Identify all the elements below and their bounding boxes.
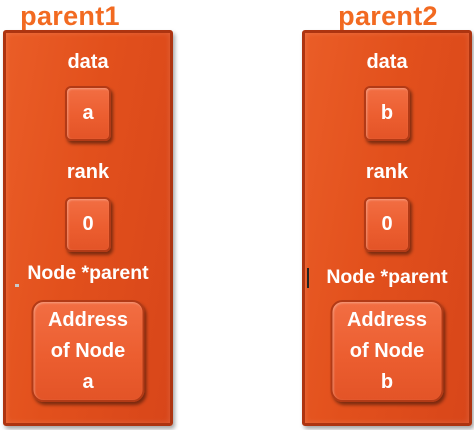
parent-address-line-1: Address <box>47 308 129 331</box>
parent-address-box: Address of Node a <box>31 300 145 402</box>
parent-address-box: Address of Node b <box>330 300 444 402</box>
data-value-box: b <box>364 86 410 141</box>
node-title-parent2: parent2 <box>338 1 438 31</box>
rank-label: rank <box>66 161 110 183</box>
data-label: data <box>366 51 408 73</box>
data-label: data <box>67 51 109 73</box>
parent-address-line-2: of Node <box>50 339 126 362</box>
parent-pointer-label: Node *parent <box>27 262 149 284</box>
rank-value-box: 0 <box>65 197 111 252</box>
parent-pointer-label: Node *parent <box>326 266 448 288</box>
rank-label: rank <box>365 161 409 183</box>
rank-value-box: 0 <box>364 197 410 252</box>
text-cursor-mark <box>307 268 309 288</box>
node-parent2: data b rank 0 Node *parent Address of No… <box>302 30 472 426</box>
node-title-parent1: parent1 <box>20 1 120 31</box>
node-parent1: data a rank 0 Node *parent Address of No… <box>3 30 173 426</box>
data-value-box: a <box>65 86 111 141</box>
stray-dot <box>15 284 19 287</box>
parent-address-line-2: of Node <box>349 339 425 362</box>
parent-address-line-1: Address <box>346 308 428 331</box>
parent-address-line-3: b <box>380 370 394 393</box>
parent-address-line-3: a <box>82 370 94 393</box>
